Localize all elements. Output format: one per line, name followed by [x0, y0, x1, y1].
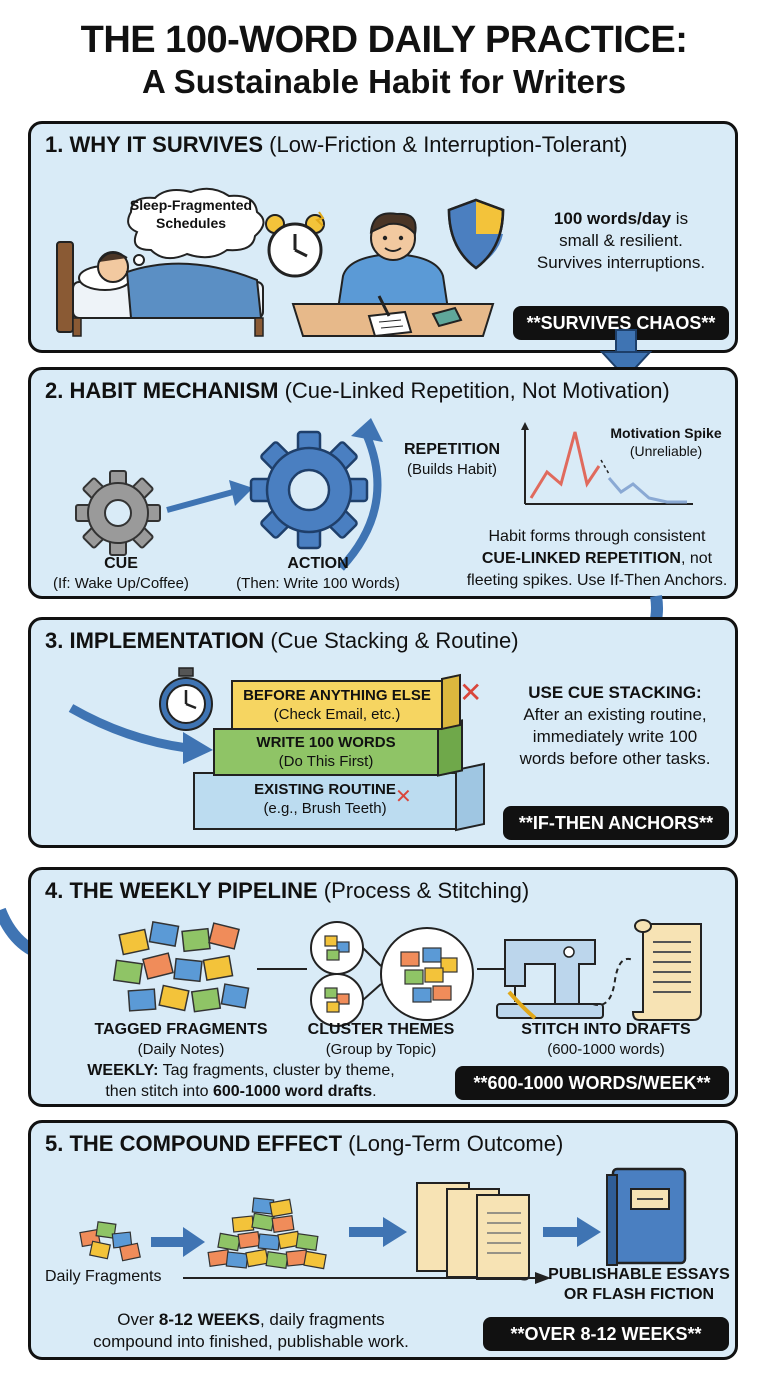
- step-stitch-drafts: STITCH INTO DRAFTS (600-1000 words): [521, 1021, 691, 1058]
- layer-existing-routine-side: [455, 762, 485, 832]
- motivation-spike-graph: [521, 422, 693, 505]
- survives-chaos-badge: **SURVIVES CHAOS**: [513, 306, 729, 340]
- if-then-anchors-badge: **IF-THEN ANCHORS**: [503, 806, 729, 840]
- page-title: THE 100-WORD DAILY PRACTICE:: [80, 19, 688, 61]
- section5-description: Over 8-12 WEEKS, daily fragments compoun…: [93, 1310, 409, 1351]
- arrow-right-icon: [349, 1217, 407, 1247]
- book-icon: [606, 1167, 687, 1266]
- section-compound-effect: 5. THE COMPOUND EFFECT (Long-Term Outcom…: [28, 1120, 738, 1360]
- layer-before-anything-else: BEFORE ANYTHING ELSE (Check Email, etc.): [231, 680, 443, 730]
- thought-cloud-icon: [127, 187, 265, 266]
- page-subtitle: A Sustainable Habit for Writers: [141, 63, 627, 100]
- fragment-pile-icon: [207, 1197, 327, 1270]
- sewing-machine-icon: [496, 939, 604, 1020]
- scroll-draft-icon: [631, 919, 702, 1021]
- section-weekly-pipeline: 4. THE WEEKLY PIPELINE (Process & Stitch…: [28, 867, 738, 1107]
- arrow-right-icon: [166, 480, 253, 513]
- stopwatch-icon: [159, 667, 213, 731]
- draft-scrolls-icon: [416, 1182, 530, 1281]
- action-gear-icon: [249, 430, 369, 550]
- section2-description: Habit forms through consistent CUE-LINKE…: [466, 528, 728, 589]
- section-why-it-survives: 1. WHY IT SURVIVES (Low-Friction & Inter…: [28, 121, 738, 353]
- arrow-right-icon: [151, 1227, 205, 1257]
- section-heading: 3. IMPLEMENTATION (Cue Stacking & Routin…: [45, 628, 519, 653]
- words-per-week-badge: **600-1000 WORDS/WEEK**: [455, 1066, 729, 1100]
- section1-description: 100 words/day is small & resilient. Surv…: [536, 209, 706, 272]
- step-tagged-fragments: TAGGED FRAGMENTS (Daily Notes): [94, 1021, 268, 1058]
- weekly-description: WEEKLY: Tag fragments, cluster by theme,…: [87, 1062, 395, 1100]
- section-heading: 4. THE WEEKLY PIPELINE (Process & Stitch…: [45, 878, 530, 903]
- action-label: ACTION (Then: Write 100 Words): [236, 555, 400, 592]
- cue-gear-icon: [75, 470, 161, 556]
- cluster-themes-icon: [310, 921, 474, 1027]
- weeks-badge: **OVER 8-12 WEEKS**: [483, 1317, 729, 1351]
- layer-write-100-words: WRITE 100 WORDS (Do This First): [213, 728, 439, 776]
- section3-description: USE CUE STACKING: After an existing rout…: [519, 683, 711, 768]
- sleeping-person-icon: [56, 241, 264, 337]
- arrow-right-icon: [543, 1217, 601, 1247]
- flow-arrow-down-icon: [599, 329, 653, 380]
- section-habit-mechanism: 2. HABIT MECHANISM (Cue-Linked Repetitio…: [28, 367, 738, 599]
- alarm-clock-icon: [265, 211, 325, 278]
- layer-before-side: [441, 673, 461, 731]
- section-implementation: 3. IMPLEMENTATION (Cue Stacking & Routin…: [28, 617, 738, 848]
- title-block: THE 100-WORD DAILY PRACTICE: A Sustainab…: [0, 18, 768, 102]
- shield-icon: [447, 198, 505, 270]
- repetition-label: REPETITION (Builds Habit): [403, 441, 500, 478]
- cross-icon: ✕: [459, 677, 483, 708]
- outcome-label: PUBLISHABLE ESSAYS OR FLASH FICTION: [548, 1266, 730, 1303]
- section-heading: 5. THE COMPOUND EFFECT (Long-Term Outcom…: [45, 1131, 564, 1156]
- arrow-into-stack-icon: [68, 704, 213, 764]
- repetition-arrow-icon: [338, 418, 383, 571]
- cue-label: CUE (If: Wake Up/Coffee): [53, 555, 189, 592]
- layer-existing-routine: EXISTING ROUTINE (e.g., Brush Teeth): [193, 772, 457, 830]
- step-cluster-themes: CLUSTER THEMES (Group by Topic): [307, 1021, 455, 1058]
- daily-fragments-label: Daily Fragments: [45, 1268, 162, 1285]
- writer-at-desk-icon: [291, 212, 495, 338]
- section-heading: 2. HABIT MECHANISM (Cue-Linked Repetitio…: [45, 378, 670, 403]
- small-fragments-icon: [79, 1221, 141, 1262]
- tagged-fragments-icon: [112, 921, 250, 1013]
- motivation-spike-label: Motivation Spike (Unreliable): [610, 425, 722, 459]
- section-heading: 1. WHY IT SURVIVES (Low-Friction & Inter…: [45, 132, 628, 157]
- cross-icon: ✕: [395, 786, 412, 808]
- cloud-text: Sleep-Fragmented Schedules: [129, 197, 253, 231]
- thread-dashes: [592, 958, 634, 1006]
- timeline-arrow: [183, 1272, 551, 1284]
